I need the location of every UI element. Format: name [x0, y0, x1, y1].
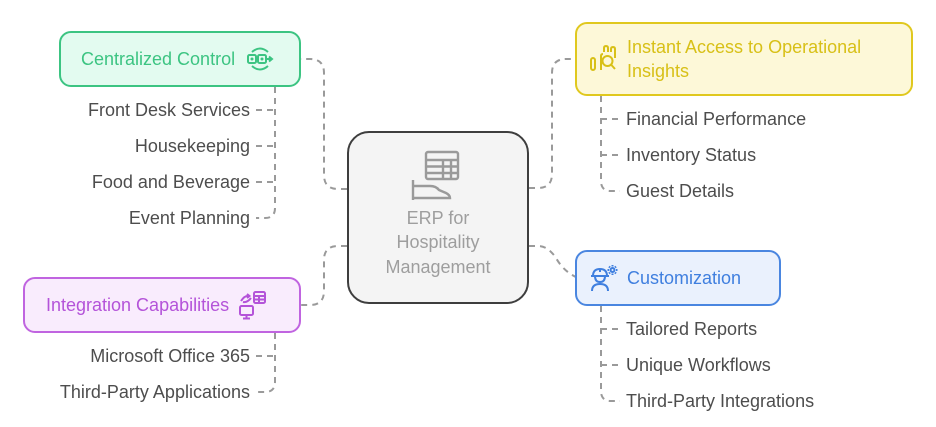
- connector-center-to-instant-access: [529, 58, 575, 189]
- leaf-item: Microsoft Office 365: [90, 346, 250, 366]
- connector-instant-access-trunk: [600, 96, 620, 192]
- central-topic-title-line: ERP for: [406, 207, 470, 228]
- leaf-item: Front Desk Services: [87, 100, 250, 120]
- leaf-item: Guest Details: [626, 181, 735, 201]
- leaf-item: Third-Party Applications: [59, 382, 250, 402]
- leaf-item: Financial Performance: [626, 109, 807, 129]
- leaf-item: Housekeeping: [134, 136, 250, 156]
- connector-centralized-control-trunk: [256, 87, 276, 219]
- connector-center-to-centralized-control: [301, 58, 347, 190]
- engineer-gear-icon: [589, 263, 619, 293]
- branch-title: Integration Capabilities: [46, 295, 230, 315]
- branch-integration-capabilities[interactable]: Integration Capabilities: [23, 277, 301, 333]
- bar-chart-search-icon: [589, 44, 619, 74]
- connector-customization-trunk: [600, 306, 620, 402]
- leaf-item: Event Planning: [128, 208, 250, 228]
- branch-centralized-control[interactable]: Centralized Control: [59, 31, 301, 87]
- monitor-sync-table-icon: [237, 290, 267, 320]
- leaf-item: Unique Workflows: [626, 355, 771, 375]
- central-topic-title-line: Management: [385, 256, 491, 277]
- leaf-item: Third-Party Integrations: [626, 391, 815, 411]
- branch-title: Customization: [627, 268, 742, 288]
- branch-title: Centralized Control: [81, 49, 236, 69]
- branch-instant-access[interactable]: Instant Access to Operational Insights: [575, 22, 913, 96]
- connector-center-to-customization: [529, 245, 579, 279]
- central-topic-title-line: Hospitality: [396, 232, 480, 253]
- leaf-item: Food and Beverage: [91, 172, 250, 192]
- connector-integration-trunk: [256, 333, 276, 393]
- hand-holding-spreadsheet-icon: [410, 150, 466, 202]
- leaf-item: Inventory Status: [626, 145, 757, 165]
- connector-center-to-integration-capabilities: [301, 245, 347, 306]
- leaf-item: Tailored Reports: [626, 319, 758, 339]
- branch-title: Instant Access to Operational Insights: [627, 37, 862, 81]
- linked-modules-cycle-icon: [245, 44, 275, 74]
- branch-customization[interactable]: Customization: [575, 250, 781, 306]
